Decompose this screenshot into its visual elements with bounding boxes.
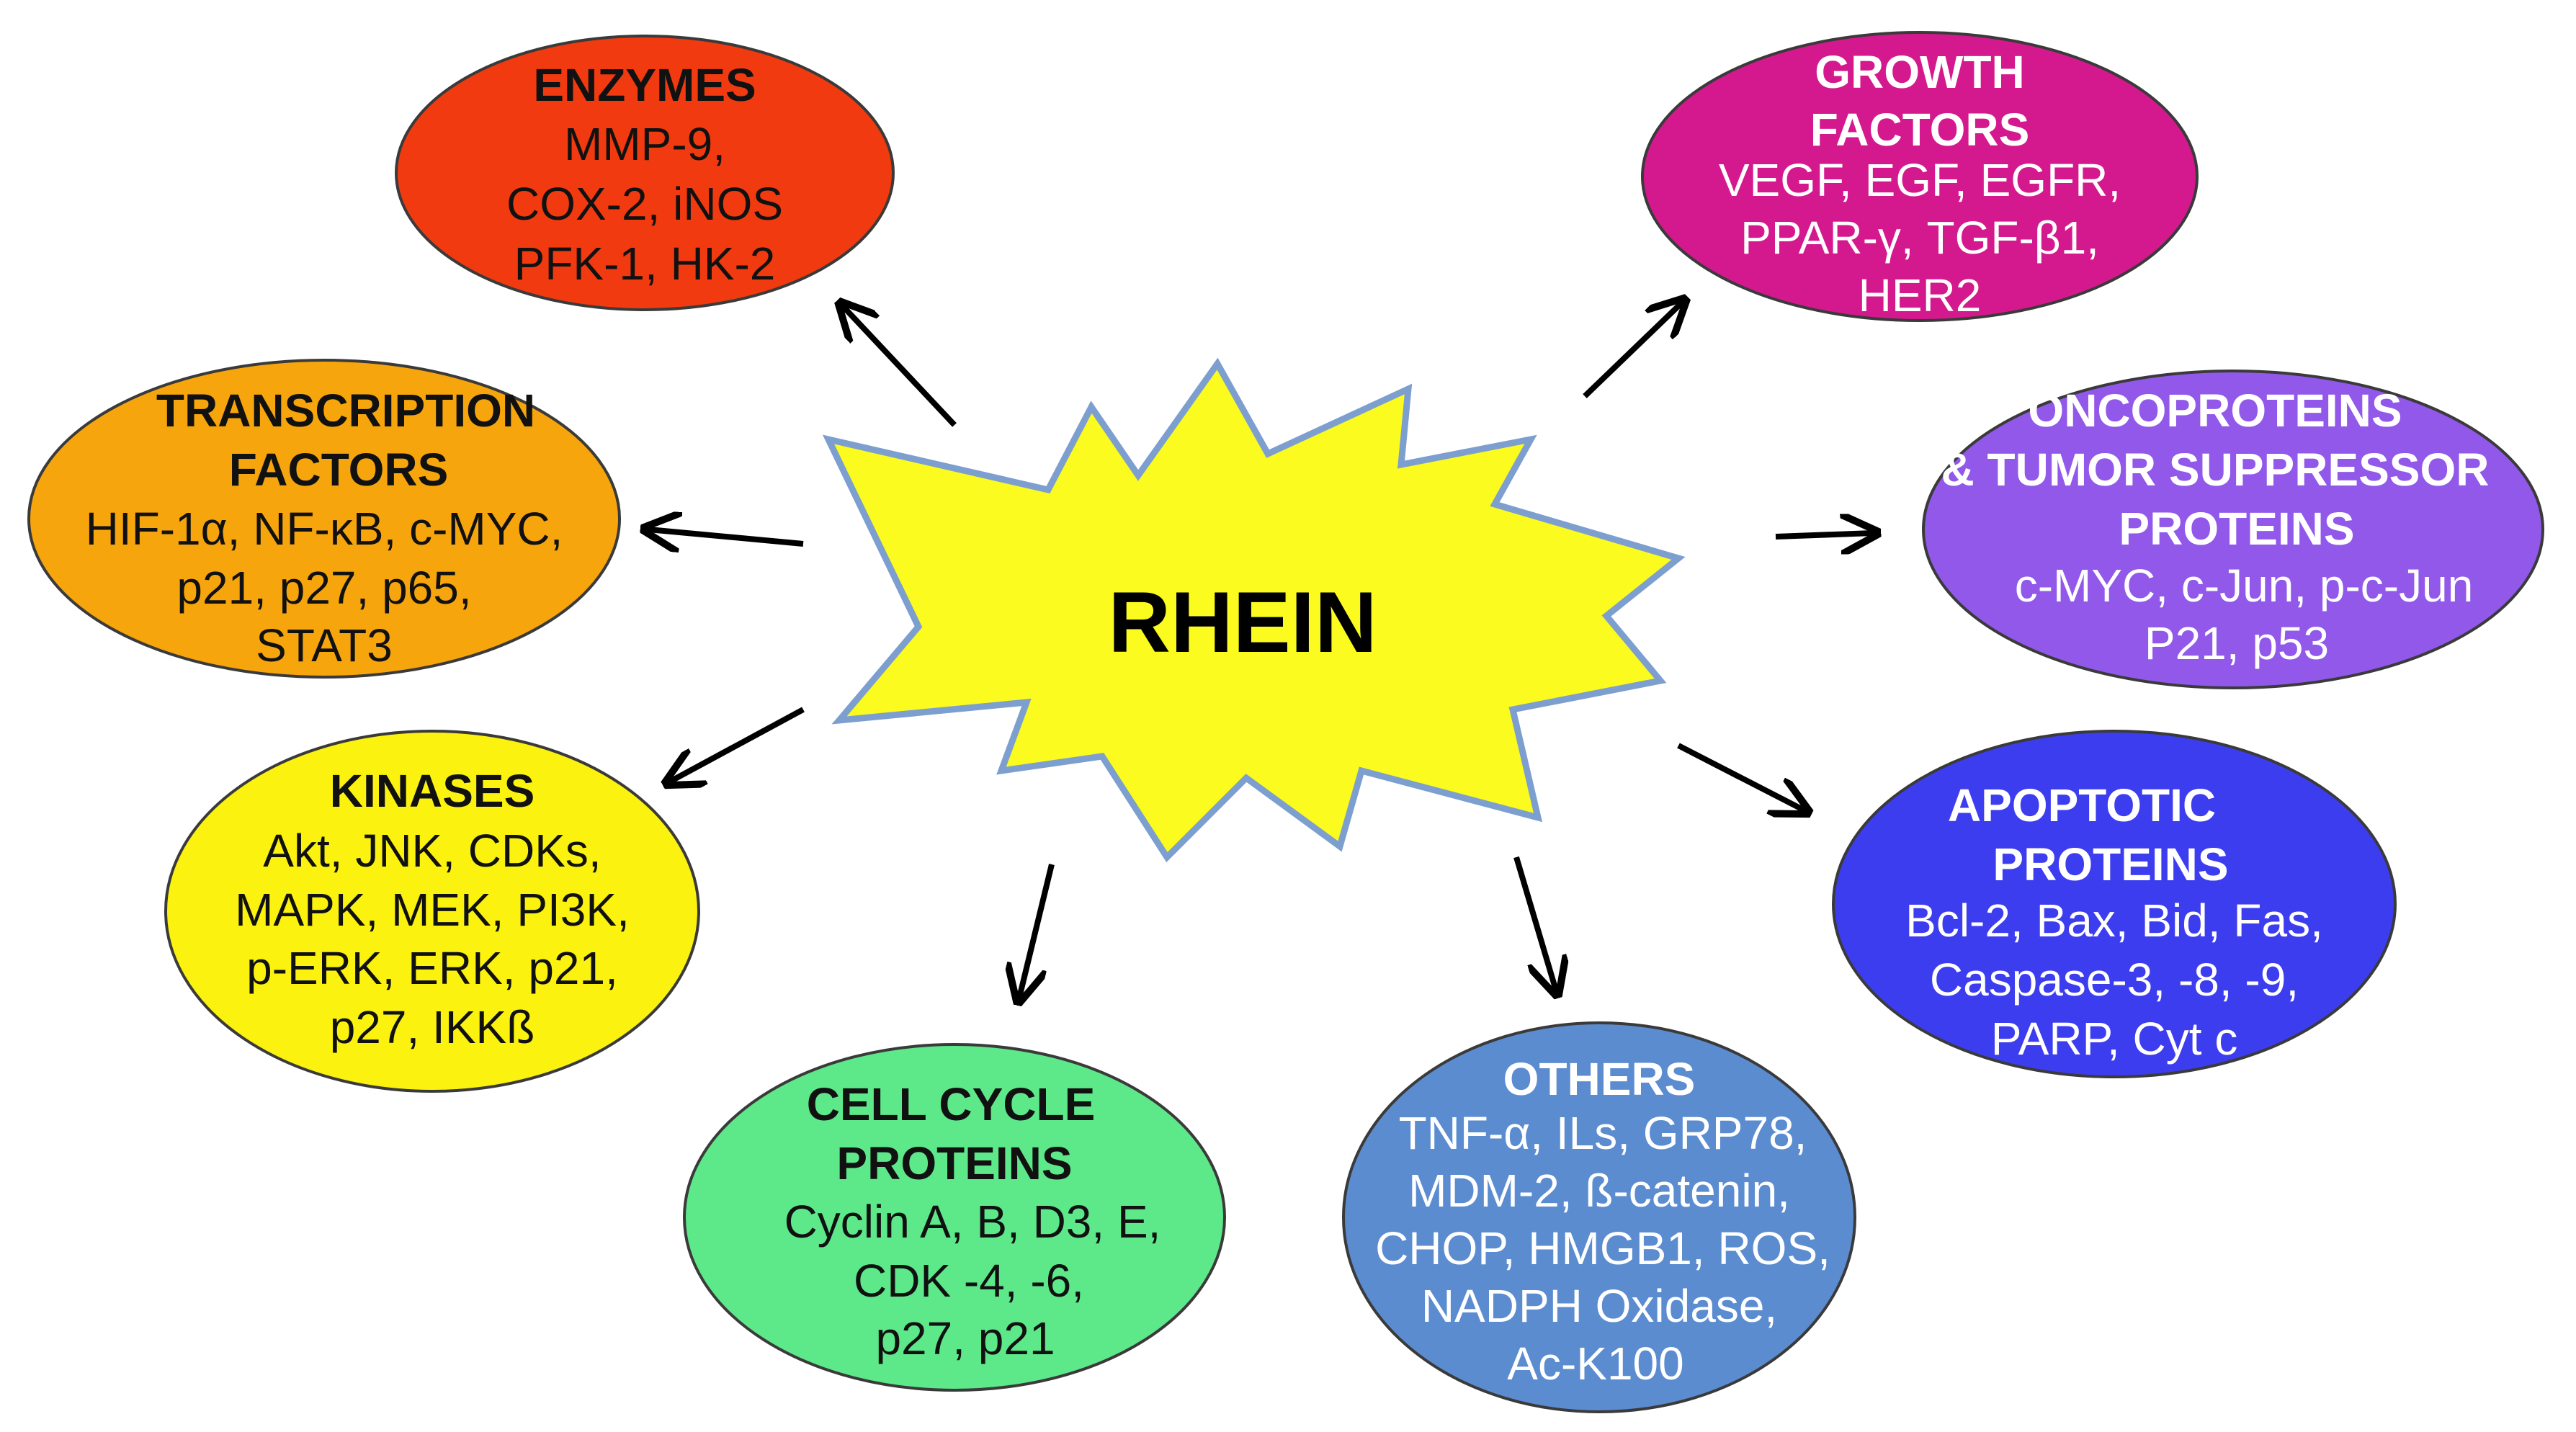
others-body-2: CHOP, HMGB1, ROS, [1375, 1222, 1830, 1274]
node-others: OTHERS TNF-α, ILs, GRP78, MDM-2, ß-caten… [1342, 1021, 1856, 1413]
apoptotic-body-0: Bcl-2, Bax, Bid, Fas, [1905, 895, 2323, 947]
others-body-1: MDM-2, ß-catenin, [1408, 1165, 1790, 1217]
arrow-to-transcription-factors [648, 529, 804, 544]
growth-factors-body-2: HER2 [1859, 269, 1982, 321]
node-enzymes: ENZYMES MMP-9, COX-2, iNOS PFK-1, HK-2 [395, 35, 895, 311]
arrow-to-kinases [670, 707, 805, 782]
kinases-body-3: p27, IKKß [330, 1001, 535, 1053]
cell-cycle-title-1: PROTEINS [836, 1137, 1072, 1189]
transcription-factors-title-1: FACTORS [229, 444, 449, 496]
node-oncoproteins: ONCOPROTEINS & TUMOR SUPPRESSOR PROTEINS… [1922, 370, 2544, 689]
oncoproteins-title-2: PROTEINS [2119, 503, 2354, 555]
others-title-0: OTHERS [1503, 1053, 1696, 1105]
node-apoptotic: APOPTOTIC PROTEINS Bcl-2, Bax, Bid, Fas,… [1832, 730, 2397, 1078]
arrow-to-growth-factors [1583, 303, 1682, 398]
apoptotic-title-0: APOPTOTIC [1948, 779, 2216, 831]
oncoproteins-title-1: & TUMOR SUPPRESSOR [1941, 444, 2490, 496]
apoptotic-title-1: PROTEINS [1993, 838, 2228, 890]
transcription-factors-body-0: HIF-1α, NF-κB, c-MYC, [86, 503, 563, 555]
growth-factors-body-1: PPAR-γ, TGF-β1, [1740, 212, 2099, 264]
kinases-body-1: MAPK, MEK, PI3K, [235, 884, 630, 936]
apoptotic-body-1: Caspase-3, -8, -9, [1930, 954, 2299, 1006]
growth-factors-title-1: FACTORS [1810, 104, 2030, 156]
arrow-to-apoptotic [1677, 743, 1804, 810]
starburst-shape [822, 357, 1686, 863]
apoptotic-ellipse [1832, 730, 2397, 1078]
kinases-ellipse [164, 730, 700, 1093]
kinases-body-2: p-ERK, ERK, p21, [246, 942, 618, 994]
enzymes-title-0: ENZYMES [533, 59, 756, 111]
oncoproteins-body-0: c-MYC, c-Jun, p-c-Jun [2015, 560, 2474, 612]
node-transcription-factors: TRANSCRIPTION FACTORS HIF-1α, NF-κB, c-M… [27, 359, 621, 679]
kinases-body-0: Akt, JNK, CDKs, [263, 825, 601, 877]
enzymes-body-0: MMP-9, [564, 118, 725, 170]
others-body-0: TNF-α, ILs, GRP78, [1399, 1107, 1807, 1159]
center-label: RHEIN [1108, 574, 1377, 671]
transcription-factors-body-1: p21, p27, p65, [176, 562, 471, 614]
arrow-to-enzymes [843, 306, 957, 427]
center-starburst: RHEIN [822, 357, 1686, 863]
kinases-title-0: KINASES [330, 765, 535, 817]
cell-cycle-body-1: CDK -4, -6, [854, 1255, 1084, 1307]
arrow-to-others [1513, 856, 1556, 990]
arrow-to-cell-cycle [1019, 864, 1055, 998]
cell-cycle-ellipse [683, 1043, 1226, 1392]
node-growth-factors: GROWTH FACTORS VEGF, EGF, EGFR, PPAR-γ, … [1641, 31, 2199, 322]
growth-factors-ellipse [1641, 31, 2199, 322]
others-ellipse [1342, 1021, 1856, 1413]
growth-factors-body-0: VEGF, EGF, EGFR, [1719, 154, 2121, 206]
oncoproteins-ellipse [1922, 370, 2544, 689]
oncoproteins-body-1: P21, p53 [2145, 617, 2329, 669]
growth-factors-title-0: GROWTH [1815, 46, 2025, 98]
apoptotic-body-2: PARP, Cyt c [1991, 1013, 2238, 1065]
transcription-factors-ellipse [27, 359, 621, 679]
cell-cycle-body-0: Cyclin A, B, D3, E, [784, 1196, 1161, 1248]
arrows [648, 303, 1873, 998]
cell-cycle-title-0: CELL CYCLE [807, 1078, 1096, 1130]
enzymes-body-1: COX-2, iNOS [506, 178, 783, 230]
others-body-3: NADPH Oxidase, [1421, 1280, 1777, 1332]
others-body-4: Ac-K100 [1507, 1338, 1683, 1390]
transcription-factors-title-0: TRANSCRIPTION [156, 385, 535, 437]
arrow-to-oncoproteins [1775, 533, 1873, 537]
transcription-factors-body-2: STAT3 [256, 619, 393, 671]
enzymes-ellipse [395, 35, 895, 311]
node-kinases: KINASES Akt, JNK, CDKs, MAPK, MEK, PI3K,… [164, 730, 700, 1093]
oncoproteins-title-0: ONCOPROTEINS [2028, 385, 2402, 437]
node-cell-cycle: CELL CYCLE PROTEINS Cyclin A, B, D3, E, … [683, 1043, 1226, 1392]
enzymes-body-2: PFK-1, HK-2 [514, 238, 776, 290]
cell-cycle-body-2: p27, p21 [875, 1312, 1055, 1364]
